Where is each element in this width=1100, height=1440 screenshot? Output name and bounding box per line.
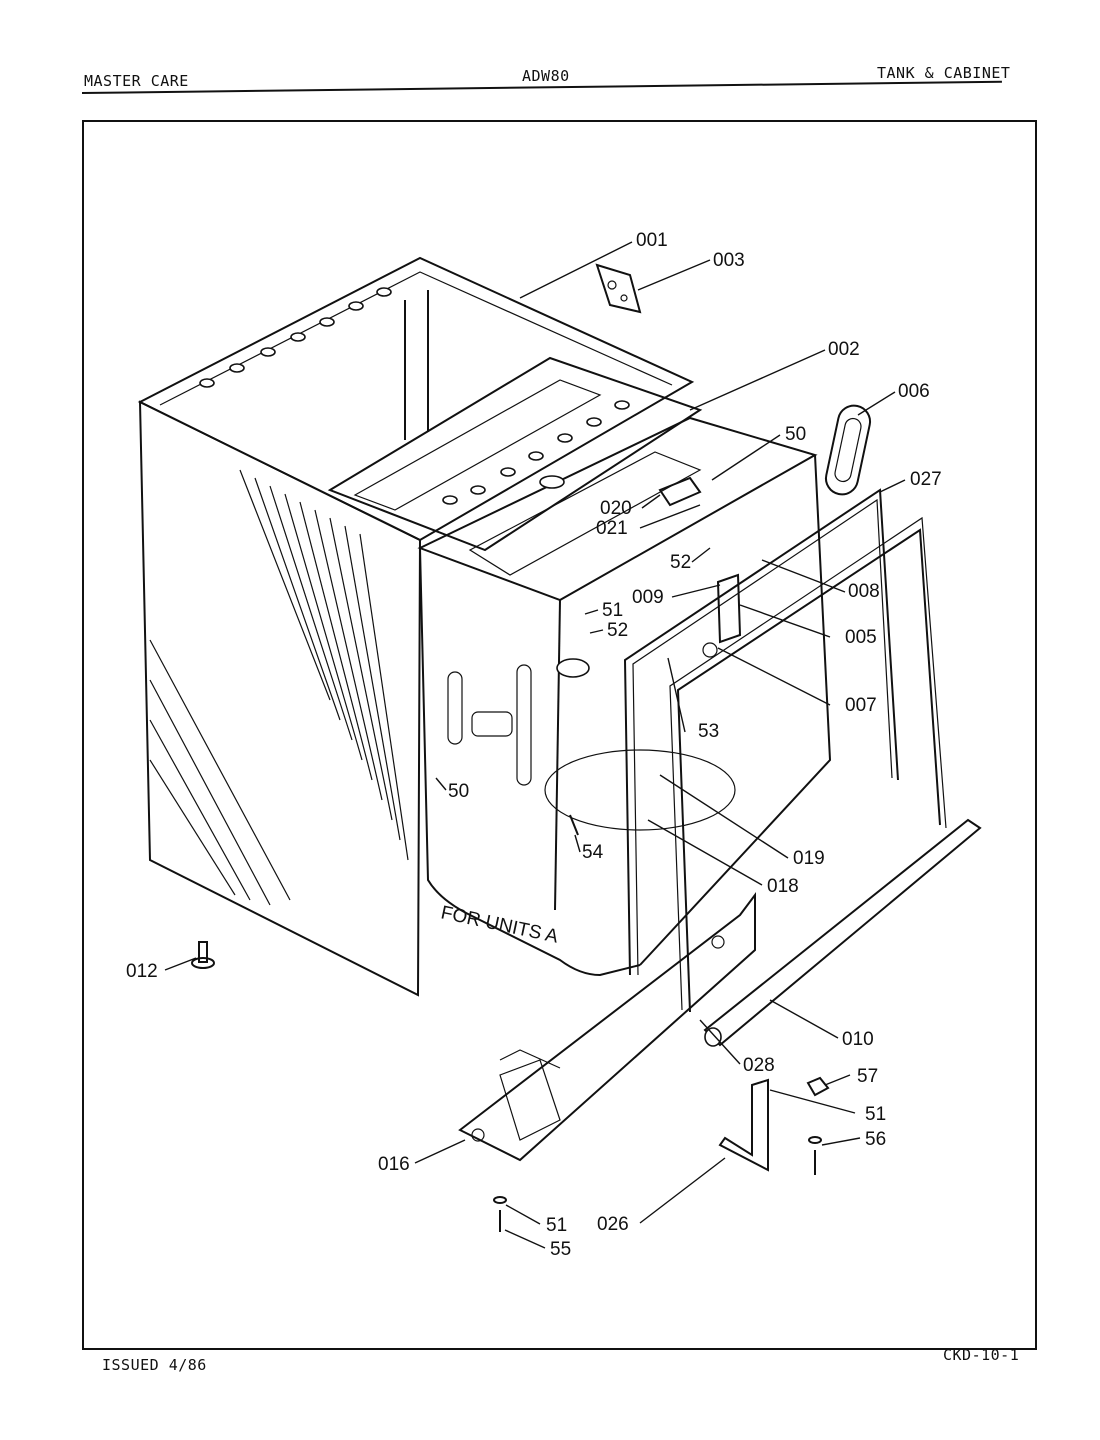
callout-009: 009 — [632, 587, 664, 608]
callout-51b: 51 — [865, 1104, 886, 1125]
cabinet-outer — [137, 256, 695, 997]
callout-57: 57 — [857, 1066, 878, 1087]
part-57-clip — [806, 1076, 830, 1097]
callout-020: 020 — [600, 498, 632, 519]
callout-53: 53 — [698, 721, 719, 742]
callout-028: 028 — [743, 1055, 775, 1076]
callout-labels: 001 003 002 006 50 027 020 021 52 008 00… — [126, 230, 942, 1260]
callout-54: 54 — [582, 842, 604, 863]
callout-52b: 52 — [607, 620, 628, 641]
callout-50b: 50 — [448, 781, 469, 802]
callout-007: 007 — [845, 695, 877, 716]
part-003-bracket — [595, 263, 642, 314]
callout-52a: 52 — [670, 552, 691, 573]
part-028-gasket — [669, 516, 947, 1013]
callout-51c: 51 — [546, 1215, 567, 1236]
callout-56: 56 — [865, 1129, 886, 1150]
callout-018: 018 — [767, 876, 799, 897]
header-section: TANK & CABINET — [877, 64, 1011, 82]
callout-51a: 51 — [602, 600, 623, 621]
part-016-base — [458, 892, 756, 1162]
callout-003: 003 — [713, 250, 745, 271]
tank-stamp-text: FOR UNITS A — [439, 902, 560, 947]
callout-016: 016 — [378, 1154, 410, 1175]
callout-012: 012 — [126, 961, 158, 982]
diagram-frame — [82, 120, 1037, 1350]
part-027-gasket — [623, 488, 899, 976]
callout-55: 55 — [550, 1239, 571, 1260]
callout-021: 021 — [596, 518, 628, 539]
part-006-vent — [824, 404, 872, 496]
part-010-strip — [703, 818, 982, 1047]
part-54-screw — [569, 814, 579, 836]
part-012-foot — [191, 941, 215, 969]
callout-010: 010 — [842, 1029, 874, 1050]
part-026-bracket — [718, 1078, 769, 1172]
tank-top-holes — [442, 400, 630, 505]
header-model: ADW80 — [522, 67, 570, 85]
callout-005: 005 — [845, 627, 877, 648]
part-005-bracket — [702, 573, 742, 658]
header-brand: MASTER CARE — [84, 72, 189, 90]
callout-027: 027 — [910, 469, 942, 490]
part-020-latch — [658, 476, 702, 507]
callout-002: 002 — [828, 339, 860, 360]
callout-026: 026 — [597, 1214, 629, 1235]
callout-006: 006 — [898, 381, 930, 402]
callout-008: 008 — [848, 581, 880, 602]
callout-019: 019 — [793, 848, 825, 869]
leader-lines — [164, 241, 906, 1249]
footer-code: CKD-10-1 — [943, 1346, 1020, 1364]
part-55-screw — [493, 1196, 507, 1232]
part-56-screw — [808, 1136, 822, 1175]
callout-50a: 50 — [785, 424, 806, 445]
footer-issued: ISSUED 4/86 — [102, 1356, 207, 1374]
callout-001: 001 — [636, 230, 668, 251]
cabinet-rail-holes — [199, 287, 392, 388]
